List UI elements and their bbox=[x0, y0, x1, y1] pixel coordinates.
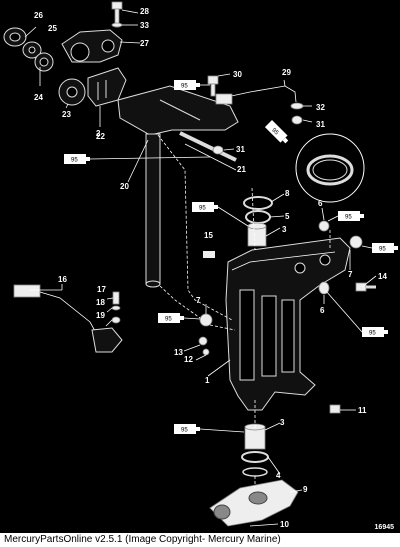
callout-18: 18 bbox=[96, 298, 105, 307]
part-11-screw bbox=[329, 404, 341, 414]
tube-label: 95 bbox=[199, 206, 206, 212]
grease-tube-icon: 95 bbox=[327, 211, 364, 222]
part-30-screw bbox=[207, 75, 219, 97]
callout-3: 3 bbox=[282, 225, 287, 234]
part-25-washer bbox=[22, 41, 42, 59]
part-18-washer bbox=[111, 305, 121, 311]
callout-22: 22 bbox=[96, 132, 105, 141]
grease-tube-icon: 95 bbox=[64, 154, 211, 164]
figure-number: 16945 bbox=[374, 524, 394, 531]
part-1-swivel-bracket bbox=[225, 237, 351, 411]
callout-6: 6 bbox=[318, 199, 323, 208]
seal-detail-circle bbox=[295, 133, 365, 203]
callout-25: 25 bbox=[48, 24, 57, 33]
part-19-nut bbox=[111, 316, 121, 324]
part-7-bushing-left bbox=[199, 313, 213, 327]
assembly-lines bbox=[157, 134, 331, 488]
grease-tube-icon: 95 bbox=[174, 80, 210, 90]
callout-13: 13 bbox=[174, 348, 183, 357]
callout-29: 29 bbox=[282, 68, 291, 77]
callout-7: 7 bbox=[348, 270, 353, 279]
callout-2: 2 bbox=[96, 129, 101, 138]
callout-19: 19 bbox=[96, 311, 105, 320]
callout-28: 28 bbox=[140, 7, 149, 16]
part-7-bushing-right bbox=[349, 235, 363, 249]
tube-label: 95 bbox=[165, 317, 172, 323]
part-31-nut-lower bbox=[212, 145, 224, 155]
footer-copyright: MercuryPartsOnline v2.5.1 (Image Copyrig… bbox=[0, 533, 400, 547]
grease-tube-icon: 95 bbox=[158, 313, 201, 323]
grease-tube-icon: 95 bbox=[174, 424, 245, 434]
tube-label: 95 bbox=[369, 331, 376, 337]
callout-31: 31 bbox=[236, 145, 245, 154]
part-6-pin-upper bbox=[318, 220, 330, 232]
leader-lines bbox=[24, 9, 377, 527]
tube-label: 95 bbox=[181, 428, 188, 434]
tube-label: 95 bbox=[379, 247, 386, 253]
callout-numbers: 1 2 3 3 4 5 6 6 7 7 8 9 10 11 12 13 14 1… bbox=[34, 7, 387, 529]
callout-5: 5 bbox=[285, 212, 290, 221]
part-31-nut bbox=[291, 115, 303, 125]
callout-4: 4 bbox=[276, 471, 281, 480]
part-3-bushing-lower bbox=[244, 423, 266, 450]
part-23-bushing bbox=[58, 78, 86, 106]
callout-6: 6 bbox=[320, 306, 325, 315]
part-21-rod bbox=[179, 131, 237, 162]
callout-21: 21 bbox=[237, 165, 246, 174]
callout-14: 14 bbox=[378, 272, 387, 281]
callout-27: 27 bbox=[140, 39, 149, 48]
grease-tube-icons: 95 95 95 95 95 95 95 bbox=[64, 80, 398, 434]
tube-label: 95 bbox=[345, 215, 352, 221]
part-33-washer bbox=[111, 22, 123, 28]
callout-8: 8 bbox=[285, 189, 290, 198]
grease-tube-icon: 95 bbox=[361, 243, 398, 253]
callout-3: 3 bbox=[280, 418, 285, 427]
callout-20: 20 bbox=[120, 182, 129, 191]
callout-11: 11 bbox=[358, 406, 367, 415]
part-9-yoke bbox=[209, 479, 299, 527]
grease-tube-icon: 95 bbox=[264, 120, 289, 144]
callout-1: 1 bbox=[205, 376, 210, 385]
callout-16: 16 bbox=[58, 275, 67, 284]
callout-10: 10 bbox=[280, 520, 289, 529]
part-8-seal bbox=[243, 196, 273, 210]
tube-label: 95 bbox=[181, 84, 188, 90]
callout-12: 12 bbox=[184, 355, 193, 364]
callout-33: 33 bbox=[140, 21, 149, 30]
callout-9: 9 bbox=[303, 485, 308, 494]
grease-tube-icon: 95 bbox=[192, 202, 249, 227]
part-13-washer bbox=[198, 336, 208, 346]
callout-23: 23 bbox=[62, 110, 71, 119]
callout-32: 32 bbox=[316, 103, 325, 112]
part-3-bushing-upper bbox=[247, 222, 267, 247]
callout-31: 31 bbox=[316, 120, 325, 129]
callout-15: 15 bbox=[204, 231, 213, 240]
callout-24: 24 bbox=[34, 93, 43, 102]
callout-26: 26 bbox=[34, 11, 43, 20]
part-12-nut bbox=[202, 348, 210, 356]
tube-label: 95 bbox=[270, 127, 279, 136]
part-26-bushing bbox=[3, 27, 27, 47]
part-16-switch-lead bbox=[13, 284, 123, 353]
callout-17: 17 bbox=[97, 285, 106, 294]
tube-label: 95 bbox=[71, 158, 78, 164]
part-27-clamp bbox=[61, 29, 123, 63]
callout-30: 30 bbox=[233, 70, 242, 79]
part-32-washer bbox=[290, 102, 304, 110]
part-15-decal bbox=[203, 251, 215, 258]
part-20-swivel-pin-arm bbox=[117, 85, 239, 288]
part-17-screw bbox=[112, 291, 120, 305]
callout-7: 7 bbox=[196, 296, 201, 305]
grease-tube-icon: 95 bbox=[325, 290, 388, 337]
part-24-washer bbox=[34, 52, 54, 72]
part-14-screw bbox=[355, 282, 376, 292]
